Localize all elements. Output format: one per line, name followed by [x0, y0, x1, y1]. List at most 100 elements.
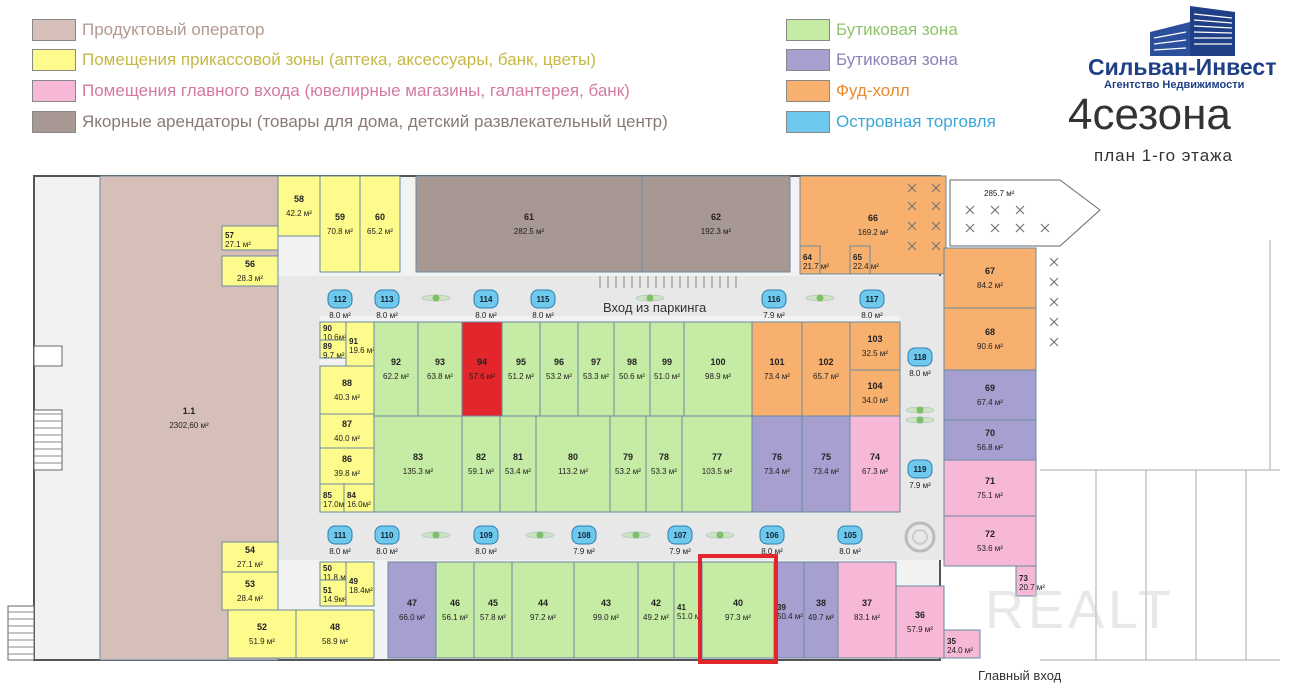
unit-49-shape: [345, 561, 375, 607]
unit-number: 64: [803, 253, 812, 262]
unit-number: 96: [554, 357, 564, 367]
legend-label: Помещения прикассовой зоны (аптека, аксе…: [82, 50, 597, 69]
unit-area: 16.0м²: [347, 500, 371, 509]
table-icon: [990, 205, 1000, 215]
island-shape: [327, 289, 353, 309]
unit-78-shape: [645, 415, 683, 513]
unit-62-shape: [641, 175, 791, 273]
unit-area: 58.9 м²: [322, 637, 348, 646]
unit-number: 51: [323, 586, 332, 595]
unit-number: 36: [915, 610, 925, 620]
legend-item: Островная торговля: [786, 110, 996, 134]
table-icon: [931, 183, 941, 193]
island-shape: [667, 525, 693, 545]
unit-number: 62: [711, 212, 721, 222]
unit-number: 41: [677, 603, 686, 612]
unit-35-shape: [943, 629, 981, 659]
unit-area: 42.2 м²: [286, 209, 312, 218]
unit-59-shape: [319, 175, 361, 273]
table-icon: [1049, 257, 1059, 267]
unit-101-shape: [751, 321, 803, 417]
legend-swatch: [32, 19, 76, 41]
unit-number: 42: [651, 598, 661, 608]
unit-area: 56.1 м²: [442, 613, 468, 622]
island-shape: [907, 347, 933, 367]
unit-area: 98.9 м²: [705, 372, 731, 381]
island-area: 8.0 м²: [376, 311, 398, 320]
unit-area: 169.2 м²: [858, 228, 889, 237]
unit-number: 101: [769, 357, 784, 367]
unit-area: 113.2 м²: [558, 467, 588, 476]
unit-83-shape: [373, 415, 463, 513]
unit-number: 103: [867, 334, 882, 344]
unit-number: 92: [391, 357, 401, 367]
unit-61-shape: [415, 175, 643, 273]
island-shape: [473, 525, 499, 545]
fountain-inner-icon: [912, 529, 928, 545]
unit-number: 84: [347, 491, 356, 500]
unit-number: 82: [476, 452, 486, 462]
island-area: 7.9 м²: [573, 547, 595, 556]
main-entrance-label: Главный вход: [978, 668, 1062, 683]
unit-67-shape: [943, 247, 1037, 309]
unit-46-shape: [435, 561, 475, 659]
unit-number: 49: [349, 577, 358, 586]
logo-company-name: Сильван-Инвест: [1088, 54, 1277, 80]
legend-swatch: [786, 111, 830, 133]
unit-area: 51.9 м²: [249, 637, 275, 646]
stairs-shape: [33, 409, 63, 471]
escalator-icon: [599, 276, 737, 288]
legend-item: Помещения главного входа (ювелирные мага…: [32, 79, 630, 103]
exterior-structure: [1040, 240, 1280, 661]
legend-label: Островная торговля: [836, 112, 996, 131]
unit-area: 65.2 м²: [367, 227, 393, 236]
unit-number: 39: [777, 603, 786, 612]
unit-area: 70.8 м²: [327, 227, 353, 236]
island-area: 8.0 м²: [861, 311, 883, 320]
table-icon: [1015, 205, 1025, 215]
unit-area: 11.8 м²: [323, 573, 349, 582]
unit-area: 51.0 м²: [677, 612, 703, 621]
unit-number: 73: [1019, 574, 1028, 583]
unit-36-shape: [895, 585, 945, 659]
island-area: 8.0 м²: [909, 369, 931, 378]
island-area: 8.0 м²: [532, 311, 554, 320]
unit-area: 39.8 м²: [334, 469, 360, 478]
island-area: 8.0 м²: [329, 547, 351, 556]
island-shape: [374, 289, 400, 309]
unit-number: 80: [568, 452, 578, 462]
unit-area: 14.9м²: [323, 595, 347, 604]
unit-41-shape: [673, 561, 703, 659]
unit-area: 59.1 м²: [468, 467, 494, 476]
table-x: [990, 205, 1000, 215]
unit-area: 75.1 м²: [977, 491, 1003, 500]
table-x: [1049, 257, 1059, 267]
island-number: 107: [673, 531, 687, 540]
unit-area: 27.1 м²: [237, 560, 263, 569]
